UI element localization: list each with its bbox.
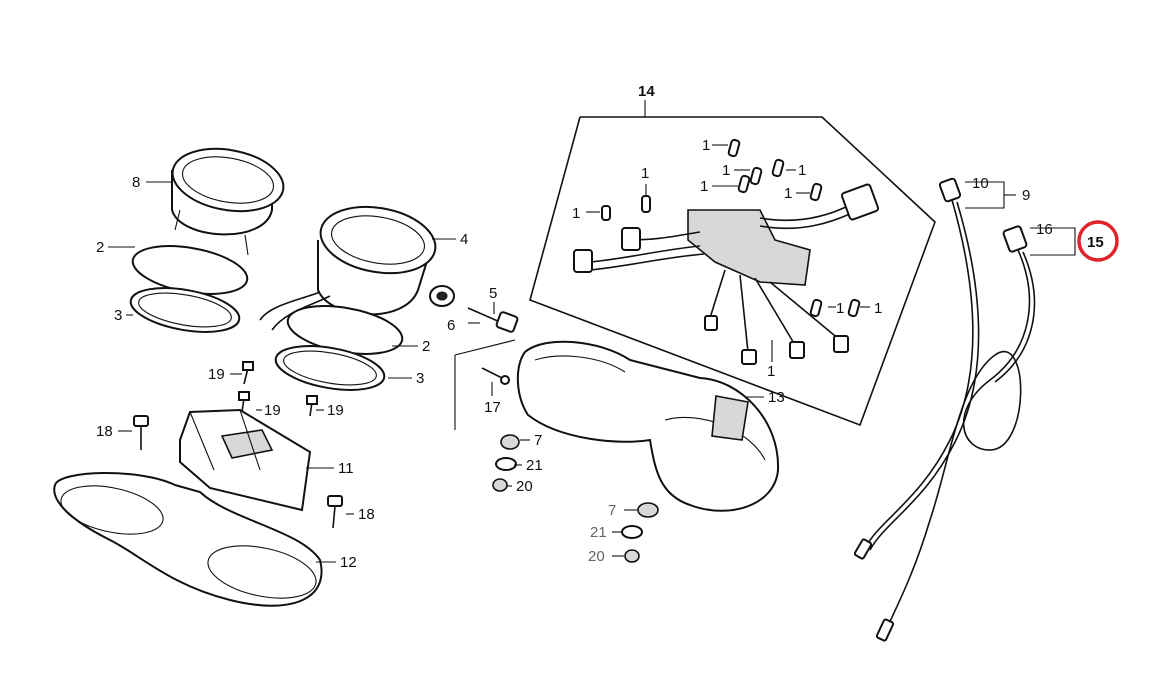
leader-lines (108, 144, 1016, 563)
housing-11 (179, 408, 312, 512)
callout-21: 21 (526, 457, 543, 474)
callout-labels: 14 1 1 1 1 1 1 1 1 1 1 8 2 3 4 5 6 2 3 1… (96, 83, 1104, 571)
callout-19: 19 (327, 402, 344, 419)
callout-11: 11 (338, 460, 354, 477)
callout-1: 1 (836, 300, 844, 317)
fasteners-lower (621, 502, 659, 563)
ring-3-left (129, 287, 241, 333)
callout-1: 1 (767, 363, 775, 380)
callout-8: 8 (132, 174, 140, 191)
callout-12: 12 (340, 554, 357, 571)
callout-19: 19 (264, 402, 281, 419)
fasteners-center (492, 434, 520, 492)
gauge-8 (171, 147, 285, 256)
callout-1: 1 (641, 165, 649, 182)
callout-5: 5 (489, 285, 497, 302)
callout-3: 3 (416, 370, 424, 387)
callout-1: 1 (702, 137, 710, 154)
callout-20: 20 (516, 478, 533, 495)
callout-17: 17 (484, 399, 501, 416)
callout-2: 2 (96, 239, 104, 256)
callout-9: 9 (1022, 187, 1030, 204)
cable-9 (853, 177, 980, 560)
callout-18: 18 (96, 423, 113, 440)
callout-1: 1 (700, 178, 708, 195)
screws-19 (238, 361, 318, 417)
callout-1: 1 (784, 185, 792, 202)
callout-10: 10 (972, 175, 989, 192)
grommet-6 (429, 285, 455, 307)
callout-19: 19 (208, 366, 225, 383)
callout-1: 1 (798, 162, 806, 179)
screw-17 (454, 339, 516, 430)
bulb-parts (601, 138, 861, 318)
harness-group-outline (529, 100, 936, 427)
callout-7: 7 (534, 432, 542, 449)
callout-20: 20 (588, 548, 605, 565)
callout-18: 18 (358, 506, 375, 523)
callout-16: 16 (1036, 221, 1053, 238)
callout-1: 1 (572, 205, 580, 222)
callout-4: 4 (460, 231, 468, 248)
callout-1: 1 (874, 300, 882, 317)
callout-1: 1 (722, 162, 730, 179)
callout-15: 15 (1087, 234, 1104, 251)
callout-6: 6 (447, 317, 455, 334)
highlight-circle-15 (1077, 220, 1119, 262)
bezel-12 (53, 472, 323, 607)
bolt-5 (467, 307, 519, 333)
callout-3: 3 (114, 307, 122, 324)
callout-21: 21 (590, 524, 607, 541)
gauge-4 (259, 205, 437, 331)
bolts-18 (133, 415, 343, 529)
callout-2: 2 (422, 338, 430, 355)
case-13 (516, 340, 780, 512)
harness-body (573, 183, 880, 365)
callout-13: 13 (768, 389, 785, 406)
ring-3-right (274, 345, 386, 391)
callout-7: 7 (608, 502, 616, 519)
callout-14: 14 (638, 83, 655, 100)
cable-15 (875, 225, 1036, 642)
